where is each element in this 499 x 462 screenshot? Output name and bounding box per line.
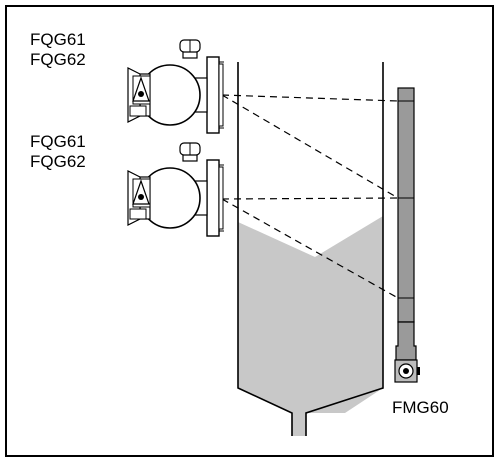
source-container-lower <box>127 142 224 237</box>
tank-wall <box>237 62 293 436</box>
label-fmg60: FMG60 <box>392 398 449 417</box>
bulk-material <box>238 216 383 436</box>
diagram-border <box>5 5 494 457</box>
label-lower-fqg61: FQG61 <box>30 132 86 151</box>
rod-detector <box>394 87 420 383</box>
label-upper-fqg61: FQG61 <box>30 30 86 49</box>
label-upper-fqg62: FQG62 <box>30 50 86 69</box>
tank-wall <box>305 62 384 436</box>
radiation-beams <box>221 94 399 299</box>
label-lower-fqg62: FQG62 <box>30 152 86 171</box>
source-container-upper <box>127 39 224 134</box>
